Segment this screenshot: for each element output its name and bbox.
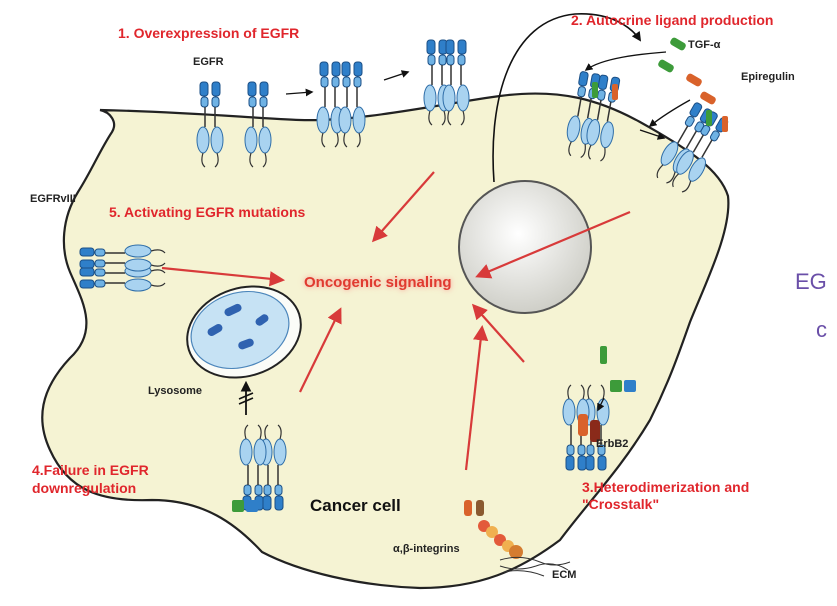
lysosome-organelle (186, 285, 302, 379)
epiregulin-ligands (686, 73, 716, 105)
ecm-fibers (499, 556, 571, 577)
arrow-integrins (464, 324, 489, 471)
arrow-overexpression (371, 171, 435, 243)
arrow-downregulation (299, 307, 342, 393)
label-epiregulin: Epiregulin (741, 71, 795, 83)
label-failure-line1: 4.Failure in EGFR (32, 462, 149, 478)
side-text-fragment-1: EG (795, 269, 827, 294)
arrow-autocrine (475, 210, 631, 279)
label-heterodim-line2: "Crosstalk" (582, 496, 660, 512)
egfr-receptor-undegraded (232, 424, 287, 512)
integrin-receptor (464, 500, 523, 559)
label-egfrviii: EGFRvIII (30, 193, 76, 205)
label-cancer-cell: Cancer cell (310, 496, 401, 515)
label-ecm: ECM (552, 569, 577, 581)
autocrine-arrow (492, 13, 642, 183)
arrow-heterodimer (471, 303, 525, 363)
label-egfr: EGFR (193, 56, 224, 68)
arrow-mutations (161, 266, 286, 287)
label-integrins: α,β-integrins (393, 543, 460, 555)
label-tgf-alpha: TGF-α (688, 39, 721, 51)
label-failure-line2: downregulation (32, 480, 137, 496)
label-heterodim-line1: 3.Heterodimerization and (582, 479, 750, 495)
label-autocrine: 2. Autocrine ligand production (571, 12, 774, 28)
side-text-fragment-2: c (816, 317, 827, 342)
label-erbb2: ErbB2 (596, 438, 629, 450)
label-oncogenic-signaling: Oncogenic signaling (304, 274, 452, 291)
erbb2-heterodimer (562, 346, 636, 471)
egfr-receptor-tilted (650, 99, 733, 197)
tgf-alpha-ligands (658, 37, 686, 73)
nucleus (458, 180, 592, 314)
label-overexpression: 1. Overexpression of EGFR (118, 25, 300, 41)
label-mutations: 5. Activating EGFR mutations (109, 204, 306, 220)
egfr-receptor-ligand-bound (562, 69, 624, 164)
label-lysosome: Lysosome (148, 385, 203, 397)
